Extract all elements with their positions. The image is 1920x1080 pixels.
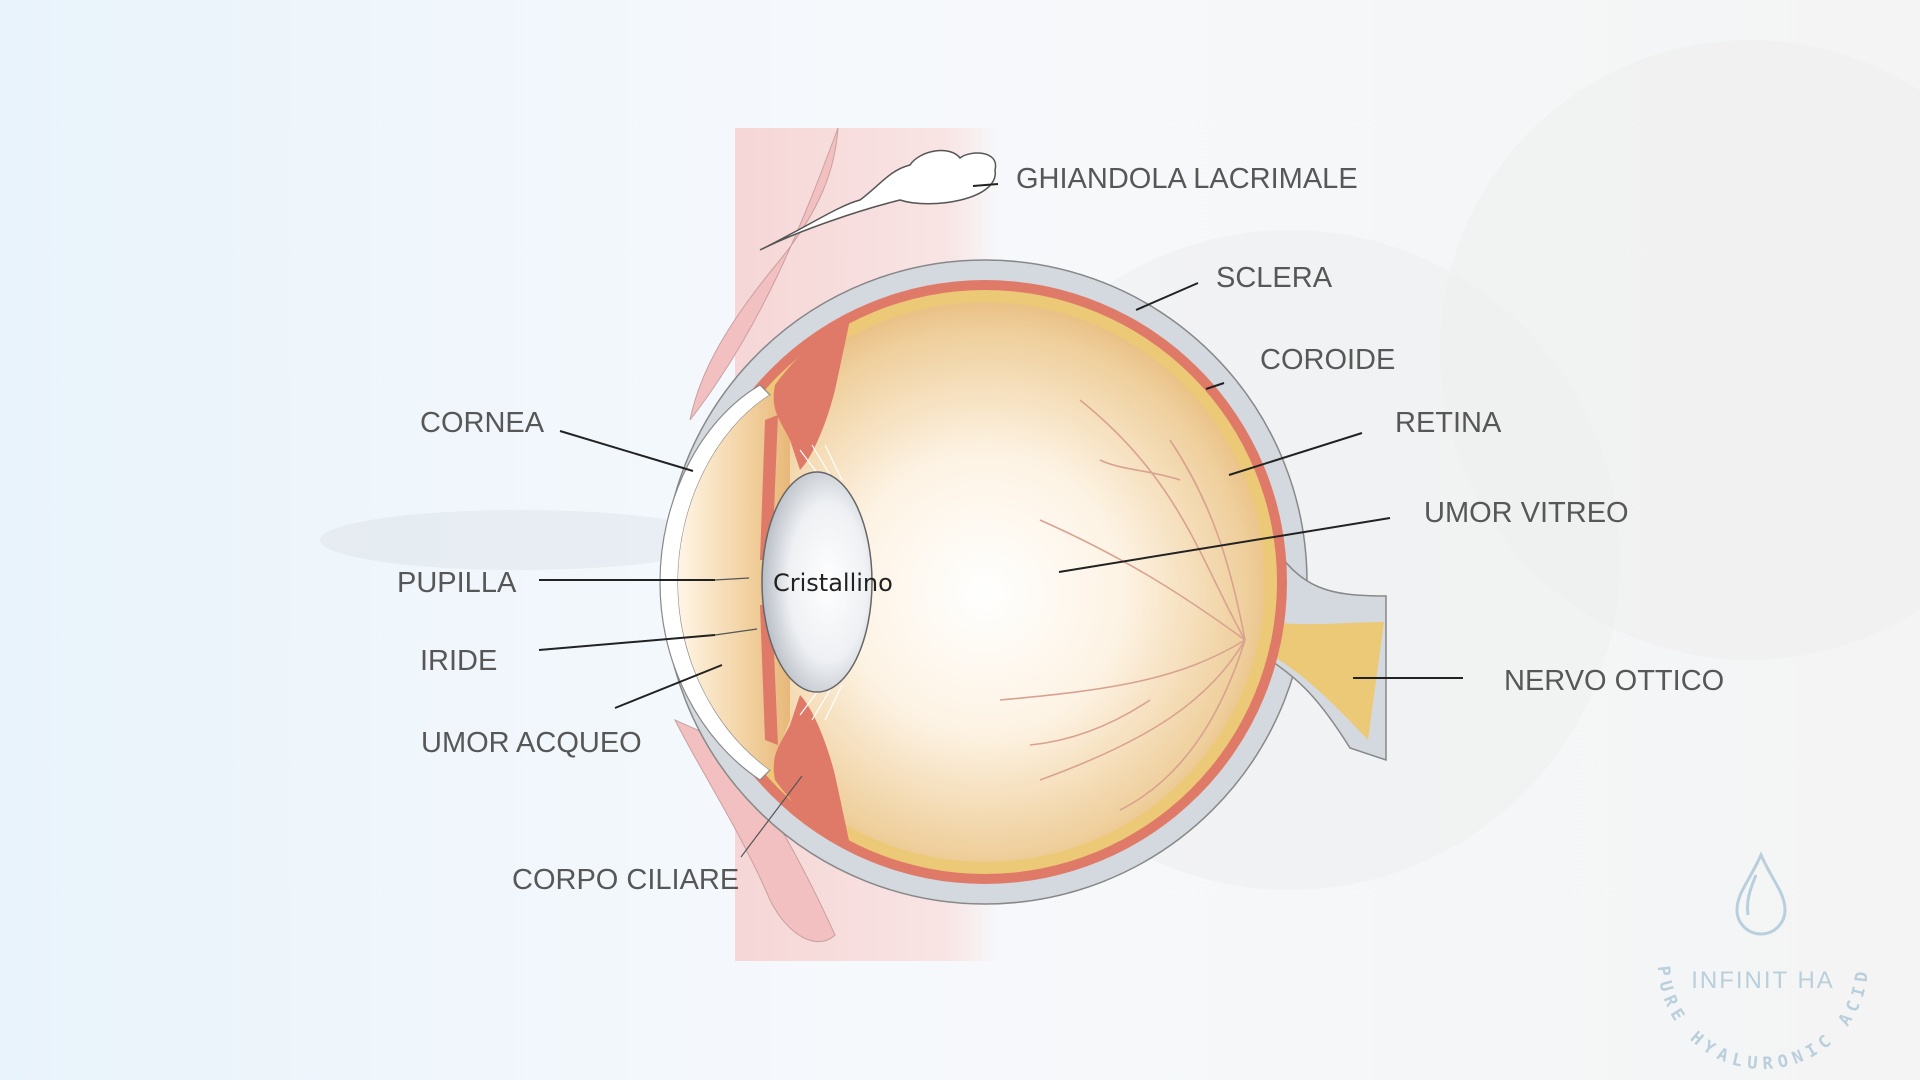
label-sclera: SCLERA bbox=[1216, 262, 1333, 294]
ciliary-body bbox=[773, 320, 850, 470]
label-pupilla: PUPILLA bbox=[397, 567, 517, 599]
leader-lines bbox=[538, 183, 1463, 858]
retinal-vessels bbox=[999, 399, 1246, 811]
label-ghiandola-lacrimale: GHIANDOLA LACRIMALE bbox=[1016, 163, 1358, 195]
lens bbox=[761, 471, 873, 693]
label-coroide: COROIDE bbox=[1260, 344, 1395, 376]
label-cornea: CORNEA bbox=[420, 407, 545, 439]
background-ghost-drop bbox=[320, 510, 720, 570]
label-cristallino: Cristallino bbox=[773, 569, 893, 597]
label-nervo-ottico: NERVO OTTICO bbox=[1504, 665, 1724, 697]
label-iride: IRIDE bbox=[420, 645, 497, 677]
label-corpo-ciliare: CORPO CILIARE bbox=[512, 864, 739, 896]
water-drop-icon bbox=[1735, 851, 1787, 936]
label-retina: RETINA bbox=[1395, 407, 1502, 439]
background-ghost-circle bbox=[1440, 40, 1920, 660]
optic-nerve bbox=[1262, 620, 1384, 740]
lacrimal-gland bbox=[759, 149, 997, 251]
label-umor-vitreo: UMOR VITREO bbox=[1424, 497, 1629, 529]
logo-brand: INFINIT HA bbox=[1691, 967, 1835, 994]
label-umor-acqueo: UMOR ACQUEO bbox=[421, 727, 642, 759]
anterior-chamber bbox=[678, 395, 790, 770]
ciliary-body bbox=[773, 695, 850, 845]
upper-eyelid bbox=[689, 127, 839, 421]
